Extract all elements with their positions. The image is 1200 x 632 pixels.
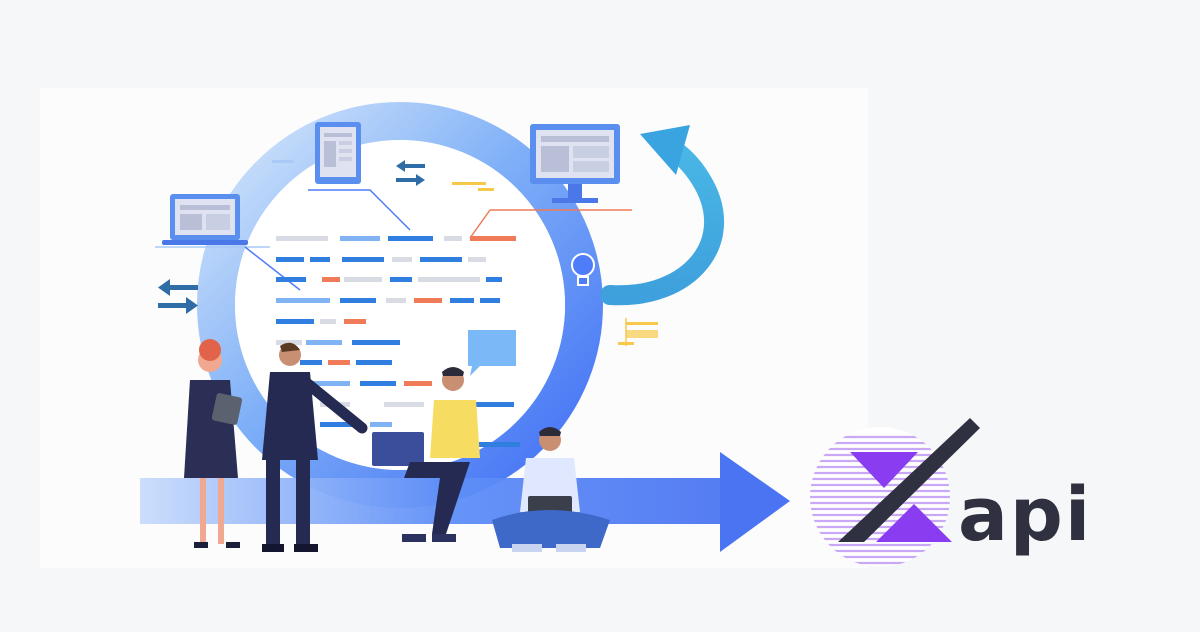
person-woman-tablet [184, 339, 243, 548]
person-man-suit [262, 342, 368, 552]
logo [810, 418, 980, 567]
code-lines [276, 236, 520, 447]
document-icon [272, 122, 361, 184]
swap-arrows-icon [396, 160, 425, 186]
laptop-icon [155, 194, 270, 248]
logo-mark-dark-slash [838, 418, 980, 542]
decorative-notes [452, 182, 658, 346]
callout-lines [244, 189, 411, 291]
swap-arrows-icon [158, 279, 198, 314]
chat-bubble-icon [468, 330, 516, 376]
cycle-arrow-icon [600, 125, 725, 306]
logo-text: api [958, 472, 1093, 558]
person-yellow-laptop [372, 367, 480, 542]
logo-mark-triangle-top [850, 452, 918, 488]
lightbulb-icon [571, 253, 595, 286]
monitor-icon [530, 124, 620, 203]
person-sitting-laptop [492, 427, 610, 552]
logo-mark-triangle-bottom [876, 504, 952, 542]
